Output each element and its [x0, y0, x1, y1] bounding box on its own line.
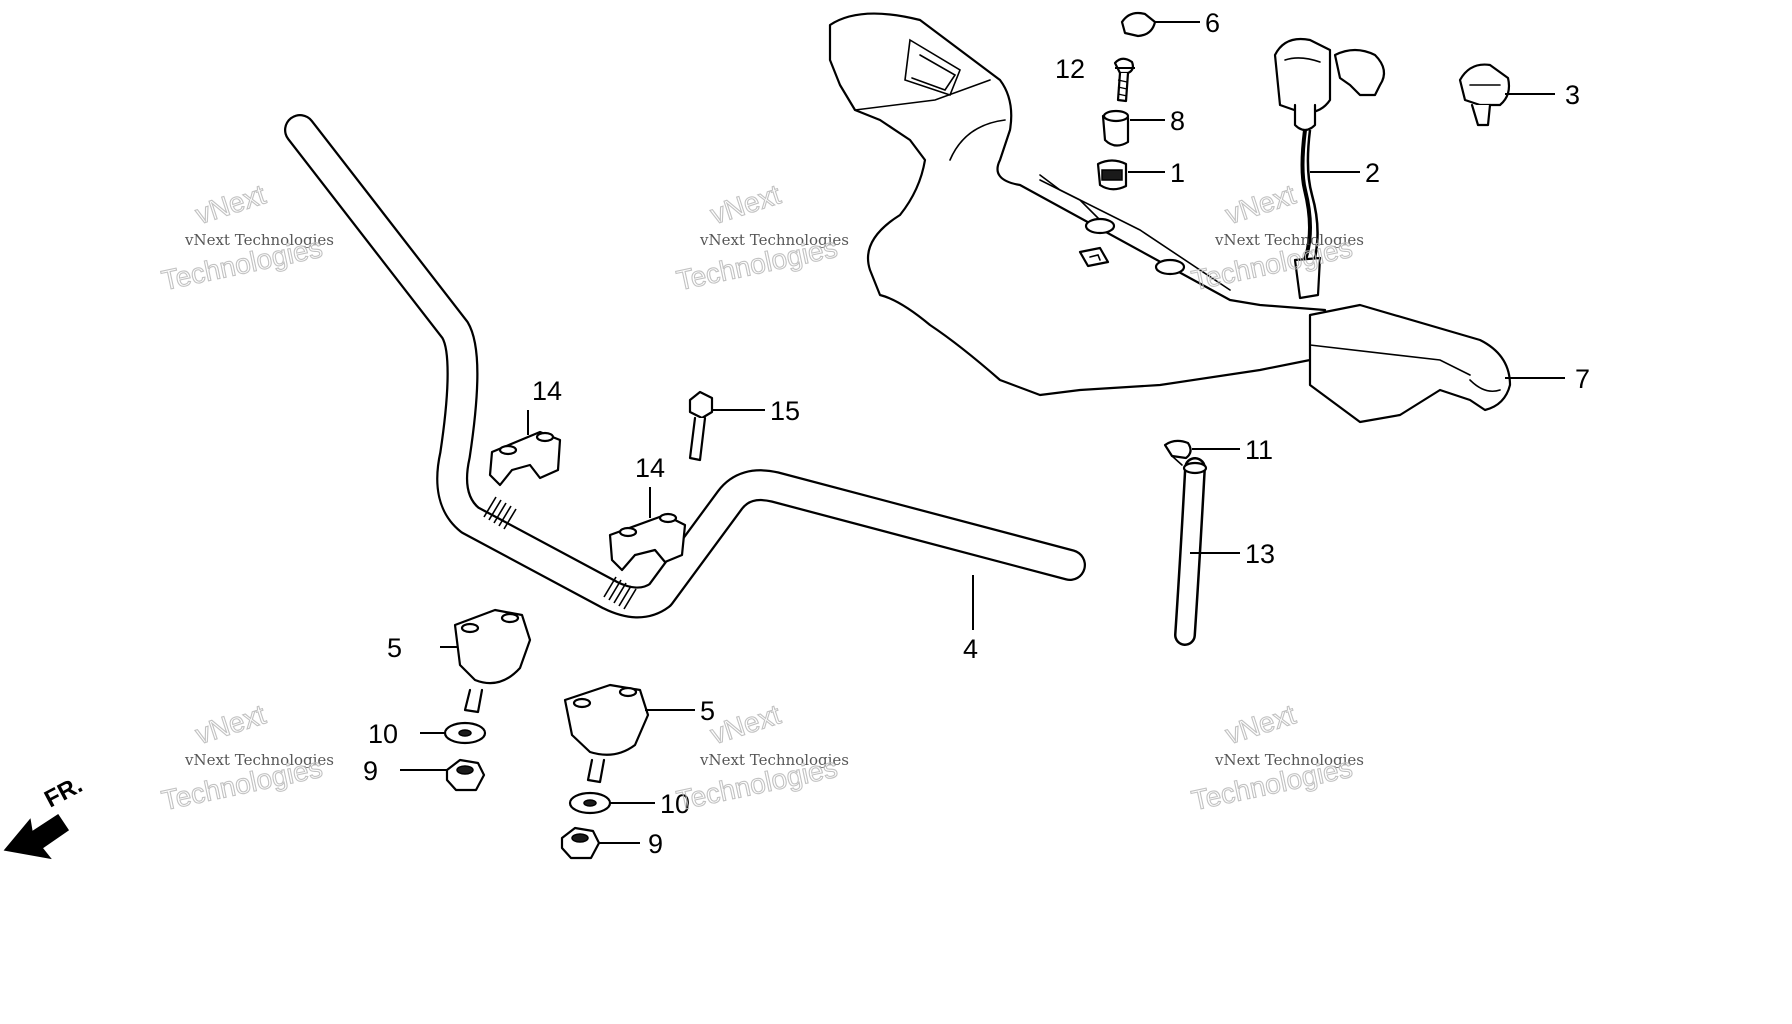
watermark-6: vNext vNext Technologies Technologies	[1188, 698, 1364, 817]
svg-text:vNext: vNext	[192, 179, 270, 231]
clip-part-11	[1163, 439, 1192, 466]
callout-2: 2	[1365, 158, 1380, 188]
callout-15: 15	[770, 396, 800, 426]
svg-text:vNext Technologies: vNext Technologies	[1214, 751, 1364, 769]
washer-10b	[568, 791, 612, 815]
callout-6: 6	[1205, 8, 1220, 38]
watermark-3: vNext vNext Technologies Technologies	[1188, 178, 1364, 297]
svg-text:vNext: vNext	[707, 699, 785, 751]
svg-text:vNext Technologies: vNext Technologies	[184, 231, 334, 249]
nut-9a	[445, 758, 486, 792]
svg-text:vNext: vNext	[192, 699, 270, 751]
svg-text:vNext Technologies: vNext Technologies	[1214, 231, 1364, 249]
front-direction-label: FR.	[40, 771, 87, 813]
callout-1: 1	[1170, 158, 1185, 188]
handlebar	[284, 114, 1086, 619]
callout-10b: 10	[660, 789, 690, 819]
ignition-switch	[1273, 37, 1386, 300]
callout-13: 13	[1245, 539, 1275, 569]
callout-14a: 14	[532, 376, 562, 406]
svg-text:vNext Technologies: vNext Technologies	[184, 751, 334, 769]
upper-holder-14b	[608, 512, 687, 572]
watermark-2: vNext vNext Technologies Technologies	[673, 178, 849, 297]
callout-12: 12	[1055, 54, 1085, 84]
lower-holder-5b	[563, 683, 650, 784]
callout-11: 11	[1245, 435, 1273, 465]
watermark-4: vNext vNext Technologies Technologies	[158, 698, 334, 817]
callout-10a: 10	[368, 719, 398, 749]
callout-9a: 9	[363, 756, 378, 786]
callout-7: 7	[1575, 364, 1590, 394]
svg-text:vNext Technologies: vNext Technologies	[699, 231, 849, 249]
lower-cover-part-7	[1308, 303, 1512, 424]
callout-3: 3	[1565, 80, 1580, 110]
key-part-3	[1458, 63, 1511, 127]
callout-labels: 6 12 8 1 2 3 7 11 13 4 14 14 15 5 5 10 1…	[363, 8, 1590, 859]
washer-10a	[443, 721, 487, 745]
upper-holder-14a	[488, 430, 562, 487]
collar-part-8	[1101, 109, 1130, 147]
callout-9b: 9	[648, 829, 663, 859]
callout-4: 4	[963, 634, 978, 664]
nut-9b	[560, 826, 601, 860]
svg-text:vNext Technologies: vNext Technologies	[699, 751, 849, 769]
leader-lines	[400, 21, 1565, 844]
callout-14b: 14	[635, 453, 665, 483]
callout-5a: 5	[387, 633, 402, 663]
grommet-part-1	[1096, 159, 1128, 191]
hose-part-13	[1174, 457, 1208, 646]
svg-text:vNext: vNext	[1222, 699, 1300, 751]
svg-text:vNext: vNext	[707, 179, 785, 231]
screw-part-12	[1113, 57, 1134, 103]
handlebar-cover	[828, 12, 1327, 397]
callout-5b: 5	[700, 696, 715, 726]
callout-8: 8	[1170, 106, 1185, 136]
watermark-1: vNext vNext Technologies Technologies	[158, 178, 334, 297]
lower-holder-5a	[453, 608, 532, 714]
bolt-part-15	[688, 390, 714, 462]
front-direction-arrow: FR.	[3, 771, 87, 860]
cap-part-6	[1120, 11, 1157, 38]
svg-text:vNext: vNext	[1222, 179, 1300, 231]
